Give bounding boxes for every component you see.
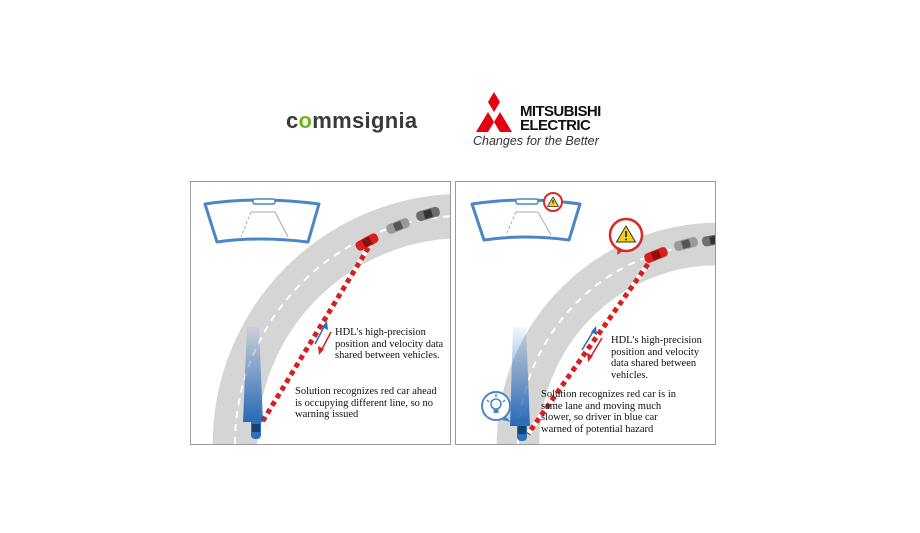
mitsubishi-tagline: Changes for the Better (473, 134, 599, 148)
data-exchange-arrows (314, 321, 332, 355)
mitsubishi-electric-logo: MITSUBISHI ELECTRIC Changes for the Bett… (472, 92, 622, 152)
outcome-caption: Solution recognizes red car ahead is occ… (295, 386, 437, 420)
headlight-beam (510, 327, 530, 426)
blue-car (517, 419, 527, 441)
scenario-illustration (203, 192, 450, 444)
data-sharing-caption: HDL's high-precision position and veloci… (611, 335, 702, 381)
curved-road (212, 193, 450, 444)
scenario-panel-warning: HDL's high-precision position and veloci… (455, 181, 716, 445)
blue-car (251, 417, 261, 439)
commsignia-logo: commsignia (286, 108, 418, 133)
headlight-beam (243, 327, 263, 422)
v2v-link (258, 238, 376, 426)
windshield-icon (470, 198, 582, 242)
red-car (644, 247, 668, 263)
windshield-icon (203, 198, 321, 244)
three-diamonds-icon (476, 92, 512, 132)
gray-car-1 (386, 218, 410, 234)
data-exchange-arrows (581, 326, 603, 362)
warning-triangle-icon (608, 217, 644, 255)
warning-triangle-icon (543, 192, 563, 212)
lightbulb-icon (481, 391, 511, 422)
road-edge-inner (539, 265, 715, 444)
scenario-panel-no-warning: HDL's high-precision position and veloci… (190, 181, 451, 445)
electric-word: ELECTRIC (520, 117, 591, 134)
road-edge-inner (257, 238, 450, 444)
data-sharing-caption: HDL's high-precision position and veloci… (335, 327, 444, 361)
gray-car-2 (416, 206, 440, 222)
gray-car-1 (674, 236, 698, 252)
gray-car-2 (701, 233, 715, 247)
red-car (355, 233, 379, 251)
mitsubishi-word: MITSUBISHI (520, 103, 601, 120)
road-edge-outer (211, 192, 450, 444)
outcome-caption: Solution recognizes red car is in same l… (541, 389, 677, 435)
scenario-illustration (470, 192, 715, 444)
